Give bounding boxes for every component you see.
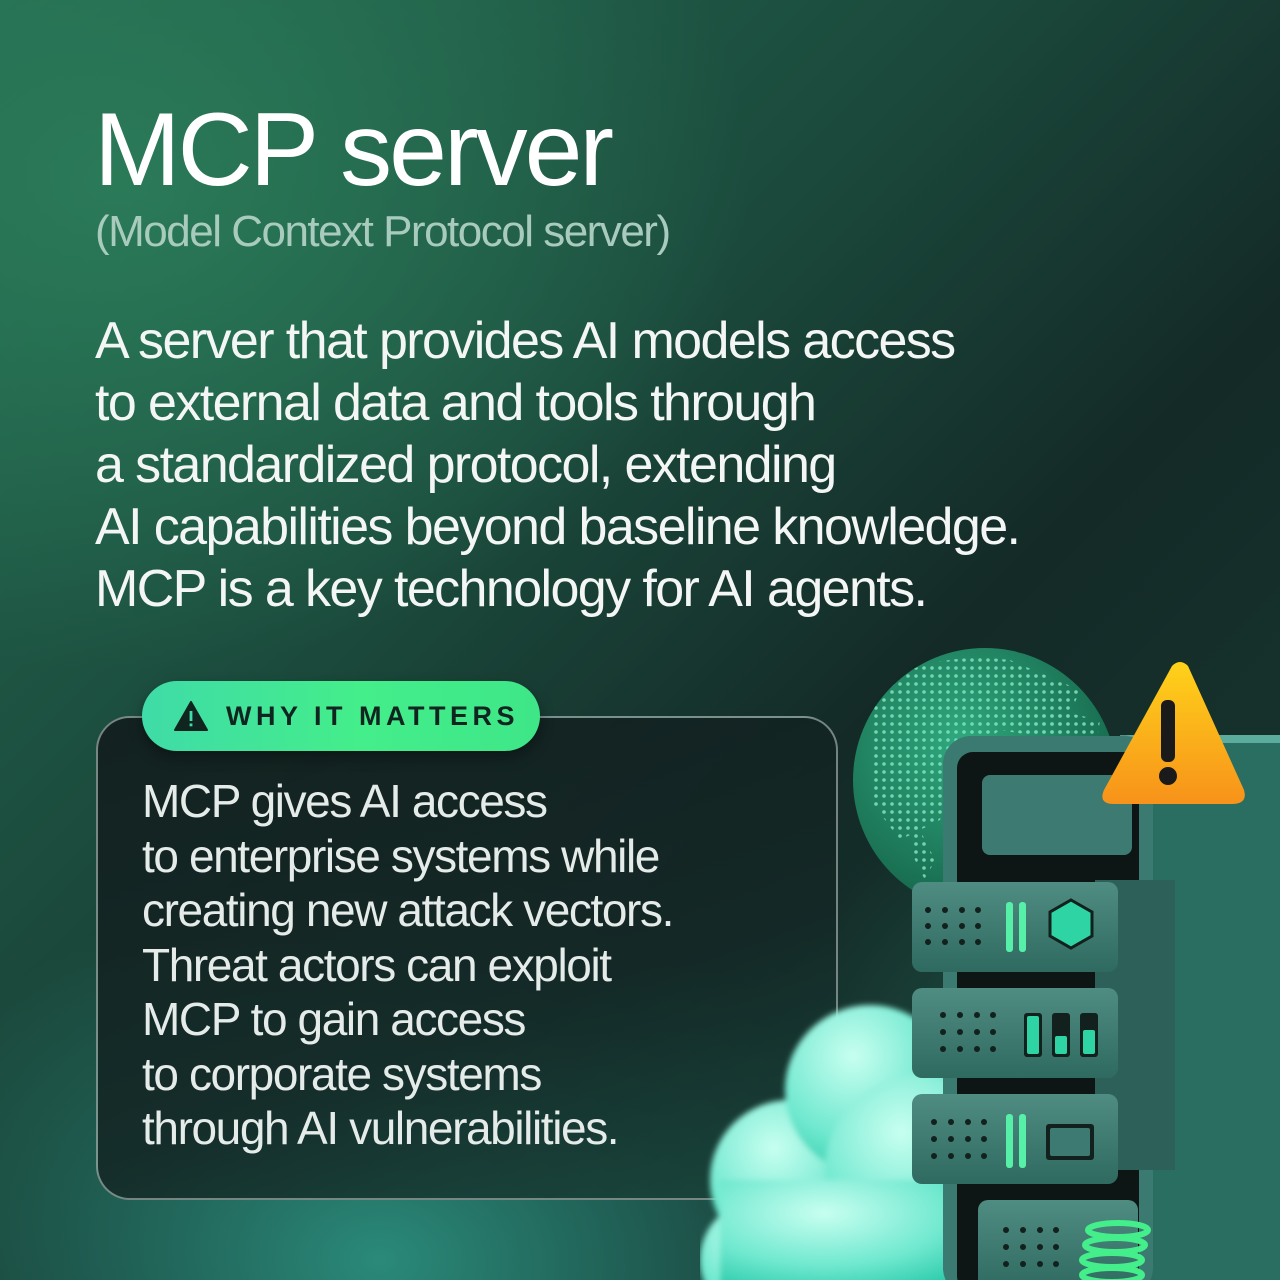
- page-subtitle: (Model Context Protocol server): [95, 207, 671, 256]
- why-it-matters-text: MCP gives AI access to enterprise system…: [142, 774, 674, 1156]
- warning-triangle-icon: [1102, 662, 1245, 804]
- server-unit: [912, 1094, 1118, 1184]
- card-line: Threat actors can exploit: [142, 938, 612, 991]
- definition-line: to external data and tools through: [95, 374, 817, 432]
- server-unit: [912, 988, 1118, 1078]
- server-unit: [978, 1200, 1151, 1280]
- definition-line: MCP is a key technology for AI agents.: [95, 560, 928, 618]
- definition-line: a standardized protocol, extending: [95, 436, 837, 494]
- definition-text: A server that provides AI models access …: [95, 310, 1215, 620]
- warning-triangle-icon: [174, 701, 208, 731]
- server-illustration: [700, 648, 1280, 1280]
- why-it-matters-badge: WHY IT MATTERS: [142, 681, 540, 751]
- server-unit: [912, 882, 1118, 972]
- server-rack-icon: [912, 735, 1280, 1280]
- card-line: creating new attack vectors.: [142, 884, 674, 936]
- page-title: MCP server: [94, 92, 614, 208]
- why-it-matters-card: [96, 716, 838, 1200]
- card-line: through AI vulnerabilities.: [142, 1102, 620, 1154]
- definition-line: AI capabilities beyond baseline knowledg…: [95, 498, 1021, 556]
- card-line: to enterprise systems while: [142, 829, 660, 882]
- badge-label: WHY IT MATTERS: [226, 700, 519, 731]
- card-line: MCP to gain access: [142, 993, 526, 1045]
- definition-line: A server that provides AI models access: [95, 312, 956, 370]
- card-line: MCP gives AI access: [142, 775, 548, 827]
- card-line: to corporate systems: [142, 1047, 542, 1100]
